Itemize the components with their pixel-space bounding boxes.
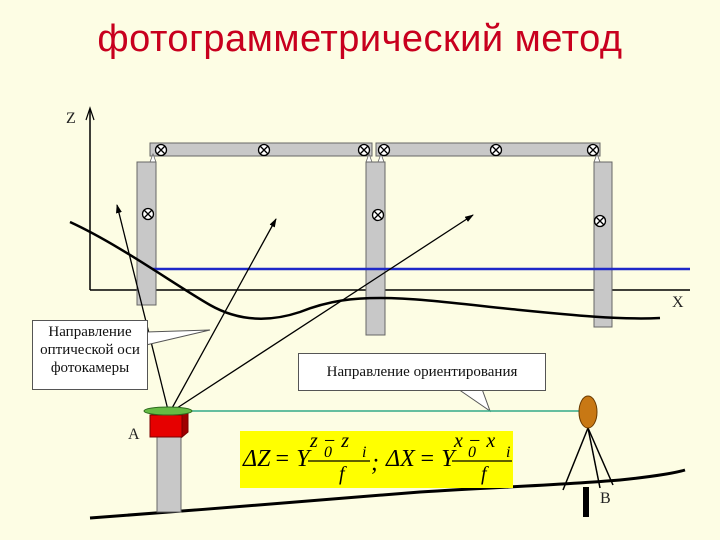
callout-camera-pointer	[145, 329, 211, 346]
x-axis-label: X	[672, 294, 684, 311]
slide-title: фотограмметрический метод	[97, 18, 623, 60]
target-marker-icon	[489, 143, 503, 157]
sight-ray-right	[173, 214, 474, 411]
formula-delta-z: ΔZ	[243, 446, 271, 472]
beam-right	[375, 142, 601, 157]
target-marker-icon	[257, 143, 271, 157]
camera-side	[181, 410, 189, 439]
benchmark-post	[583, 487, 589, 517]
target-marker-icon	[371, 208, 385, 222]
formula-equals-y: = Y	[274, 446, 310, 472]
callout-line: Направление	[48, 324, 132, 340]
camera-pillar	[156, 429, 182, 513]
target-marker-icon	[593, 214, 607, 228]
formula-separator: ;	[371, 450, 379, 476]
z-axis-label: Z	[66, 110, 76, 127]
target-marker-icon	[586, 143, 600, 157]
formula-f-2: f	[481, 463, 487, 485]
tripod-leg	[587, 427, 601, 489]
column-left	[136, 161, 157, 306]
point-b-label: В	[600, 490, 611, 507]
target-markers	[141, 143, 607, 228]
formula-zero-sub-2: 0	[468, 444, 476, 461]
camera-lens-icon	[143, 406, 193, 416]
callout-orient-pointer	[457, 388, 492, 413]
camera-body	[149, 414, 183, 438]
callout-line: оптической оси	[40, 342, 140, 358]
deformation-curve	[69, 220, 661, 321]
sight-ray-left	[116, 204, 169, 411]
formula-x-numerator: x − x	[454, 430, 496, 452]
column-right	[593, 161, 613, 328]
target-marker-icon	[154, 143, 168, 157]
ground-line	[89, 468, 686, 520]
formula-z-numerator: z − z	[310, 430, 350, 452]
sight-ray-optical-axis	[170, 218, 277, 411]
formula-delta-x: ΔX	[386, 446, 415, 472]
formula-i-sub-2: i	[506, 444, 511, 461]
column-middle	[365, 161, 386, 336]
formula-zero-sub: 0	[324, 444, 332, 461]
point-a-label: А	[128, 426, 140, 443]
callout-camera-direction: Направление оптической оси фотокамеры	[32, 320, 148, 390]
z-axis-arrowhead	[85, 106, 95, 121]
target-marker-icon	[377, 143, 391, 157]
callout-orientation-direction: Направление ориентирования	[298, 353, 546, 391]
formula-fraction-bars	[308, 460, 512, 462]
formula-i-sub: i	[362, 444, 367, 461]
sighting-target-icon	[578, 395, 598, 429]
beam-support	[149, 152, 601, 163]
formula-box: ΔZ = Y z − z 0 i f ; ΔX = Y x − x 0 i f	[240, 431, 513, 488]
target-marker-icon	[357, 143, 371, 157]
formula-equals-y-2: = Y	[419, 446, 455, 472]
callout-line: фотокамеры	[50, 360, 130, 376]
formula-f: f	[339, 463, 345, 485]
tripod-leg	[587, 427, 614, 486]
tripod-leg	[562, 427, 589, 491]
target-marker-icon	[141, 207, 155, 221]
